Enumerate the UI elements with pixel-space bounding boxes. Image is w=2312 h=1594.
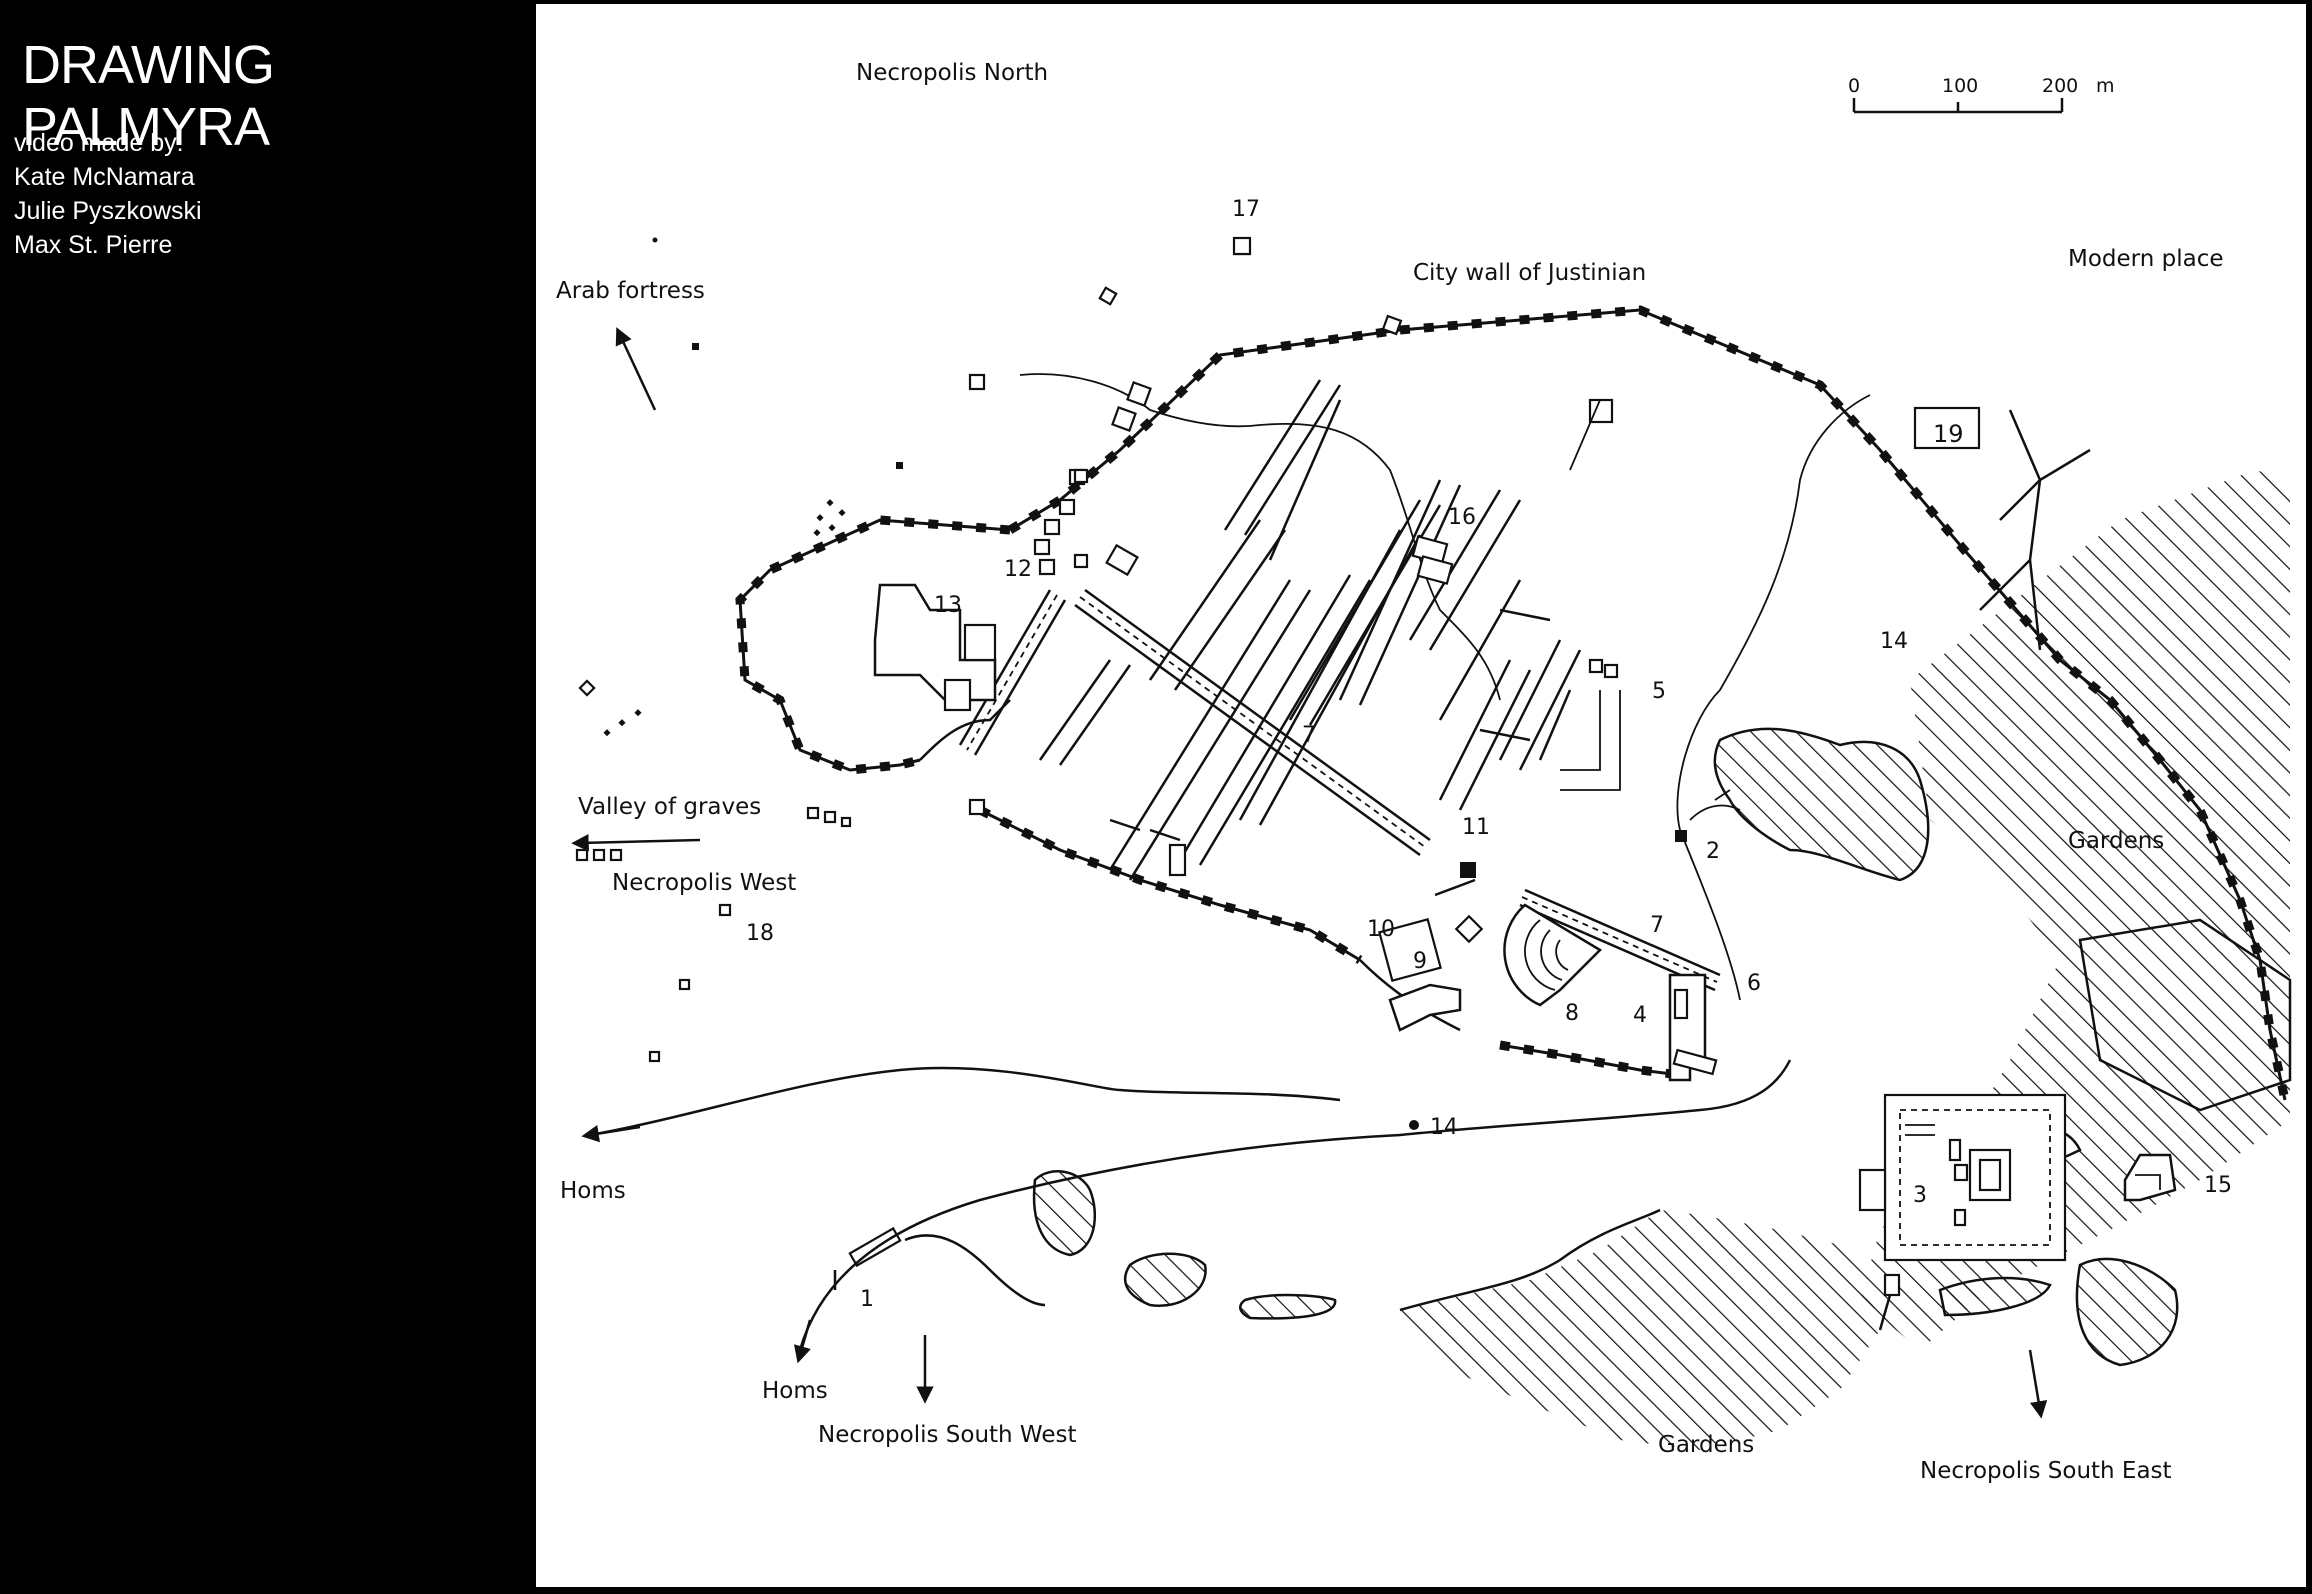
scale-tick-label: 200 bbox=[2042, 75, 2078, 97]
video-title: DRAWING PALMYRA bbox=[22, 35, 275, 157]
label-necropolis-south-east: Necropolis South East bbox=[1920, 1458, 2172, 1484]
colonnade-street-grid bbox=[1038, 379, 1582, 881]
site-number: 12 bbox=[1004, 557, 1032, 582]
label-modern-place: Modern place bbox=[2068, 246, 2224, 272]
site-number: 1 bbox=[860, 1287, 874, 1312]
hatched-mound bbox=[1239, 1293, 1337, 1320]
hatched-mound bbox=[1124, 1252, 1207, 1308]
label-homs-west: Homs bbox=[560, 1178, 626, 1204]
gardens-south-hatched-area bbox=[1399, 1208, 1880, 1450]
site-number: 4 bbox=[1633, 1003, 1647, 1028]
label-necropolis-north: Necropolis North bbox=[856, 60, 1048, 86]
site-number: 5 bbox=[1652, 679, 1666, 704]
credits-heading: video made by: bbox=[14, 129, 184, 157]
site-number: 18 bbox=[746, 921, 774, 946]
label-valley-of-graves: Valley of graves bbox=[578, 794, 761, 820]
wadi-line bbox=[1676, 394, 1871, 1001]
site-number: 7 bbox=[1650, 913, 1664, 938]
arrow-homs-west bbox=[581, 1124, 641, 1143]
building-15 bbox=[2123, 1153, 2177, 1202]
tomb-markers bbox=[575, 236, 1741, 1130]
hatched-mound bbox=[2075, 1257, 2179, 1367]
theatre bbox=[1503, 903, 1603, 1007]
site-number: 14 bbox=[1880, 629, 1908, 654]
site-number: 17 bbox=[1232, 197, 1260, 222]
arrow-valley-of-graves bbox=[571, 834, 701, 852]
site-number: 9 bbox=[1413, 949, 1427, 974]
road-homs-south bbox=[798, 1059, 1792, 1351]
label-gardens-east: Gardens bbox=[2068, 828, 2164, 854]
sidebar: DRAWING PALMYRA video made by: Kate McNa… bbox=[0, 0, 535, 1594]
site-number: 16 bbox=[1448, 505, 1476, 530]
author-name: Julie Pyszkowski bbox=[14, 197, 202, 225]
site-number: 3 bbox=[1913, 1183, 1927, 1208]
scale-unit-label: m bbox=[2096, 75, 2115, 97]
hatched-mound bbox=[1938, 1276, 2052, 1317]
road-segment bbox=[904, 1234, 1046, 1307]
credits: video made by: Kate McNamara Julie Pyszk… bbox=[14, 126, 202, 262]
scale-bar: 0 100 200 m bbox=[1848, 75, 2115, 114]
temple-of-bel bbox=[1858, 1093, 2067, 1331]
site-number: 2 bbox=[1706, 839, 1720, 864]
oasis-hatched-area bbox=[1713, 727, 1930, 882]
author-name: Kate McNamara bbox=[14, 163, 195, 191]
author-name: Max St. Pierre bbox=[14, 231, 173, 259]
arrow-homs-south bbox=[793, 1319, 812, 1364]
label-arab-fortress: Arab fortress bbox=[556, 278, 705, 304]
great-colonnade bbox=[958, 588, 1721, 992]
site-number: 15 bbox=[2204, 1173, 2232, 1198]
arrow-necropolis-south-east bbox=[2028, 1349, 2048, 1419]
site-number: 10 bbox=[1367, 917, 1395, 942]
label-homs-south: Homs bbox=[762, 1378, 828, 1404]
map-drawing: 0 100 200 m Necropolis North Arab fortre… bbox=[556, 60, 2292, 1484]
site-number: 7 bbox=[1302, 723, 1316, 748]
site-number: 14 bbox=[1430, 1115, 1458, 1140]
city-wall bbox=[735, 305, 2290, 1101]
scale-tick-label: 100 bbox=[1942, 75, 1978, 97]
site-plan-map: 0 100 200 m Necropolis North Arab fortre… bbox=[536, 4, 2306, 1587]
label-city-wall: City wall of Justinian bbox=[1413, 260, 1646, 286]
stream-line bbox=[1019, 373, 1501, 701]
buildings bbox=[873, 238, 1981, 1082]
site-number: 11 bbox=[1462, 815, 1490, 840]
arrow-arab-fortress bbox=[615, 327, 657, 411]
building-19 bbox=[1979, 409, 2091, 651]
site-number: 6 bbox=[1747, 971, 1761, 996]
road-homs-west bbox=[589, 1066, 1341, 1137]
scale-tick-label: 0 bbox=[1848, 75, 1860, 97]
label-gardens-south: Gardens bbox=[1658, 1432, 1754, 1458]
site-number: 8 bbox=[1565, 1001, 1579, 1026]
site-number: 13 bbox=[934, 593, 962, 618]
town-outline bbox=[919, 699, 1461, 1032]
hatched-mound bbox=[1032, 1170, 1097, 1257]
label-necropolis-west: Necropolis West bbox=[612, 870, 796, 896]
label-necropolis-south-west: Necropolis South West bbox=[818, 1422, 1076, 1448]
site-number: 19 bbox=[1933, 420, 1964, 448]
road-segment bbox=[1434, 878, 1476, 897]
